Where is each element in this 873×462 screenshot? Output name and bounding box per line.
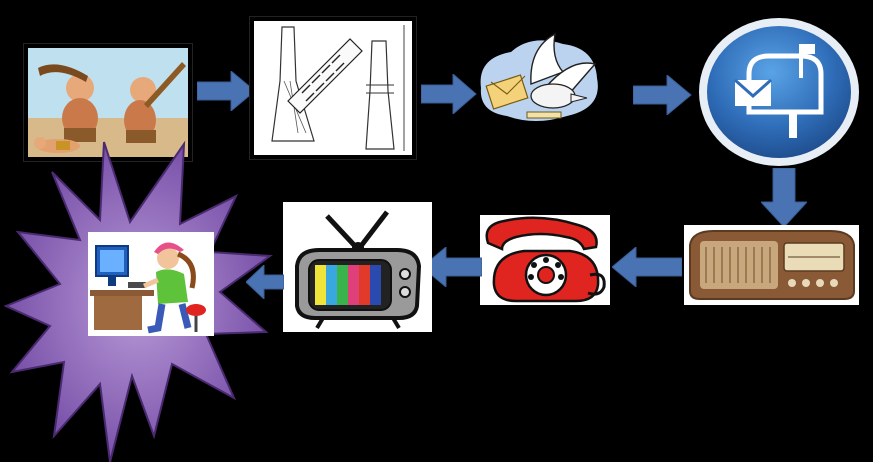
mailbox-envelope-icon [699, 18, 859, 166]
cavemen-node [24, 44, 192, 161]
mailbox-node [697, 16, 862, 168]
arrow-left-3 [246, 265, 284, 299]
arrow-right-3 [633, 75, 692, 115]
person-at-computer-panel [88, 232, 214, 336]
cavemen-club-illustration-icon [28, 48, 188, 157]
radio-node [684, 225, 859, 305]
arrow-right-1 [197, 71, 256, 111]
telephone-node [480, 215, 610, 305]
retro-tv-color-bars-icon [283, 202, 432, 332]
pigeon-with-letter-icon [480, 32, 598, 121]
arrow-left-2 [422, 247, 482, 287]
person-at-computer-icon [88, 232, 214, 336]
egyptian-papyrus-scroll-drawing-icon [254, 21, 412, 155]
arrow-right-2 [421, 74, 477, 114]
vintage-radio-icon [684, 225, 859, 305]
television-node [283, 202, 432, 332]
red-rotary-telephone-icon [480, 215, 610, 305]
arrow-down [761, 168, 807, 228]
carrier-pigeon-node [471, 28, 607, 128]
arrow-left-1 [612, 247, 682, 287]
computer-user-node [4, 136, 274, 462]
egyptian-scroll-node [250, 17, 416, 159]
